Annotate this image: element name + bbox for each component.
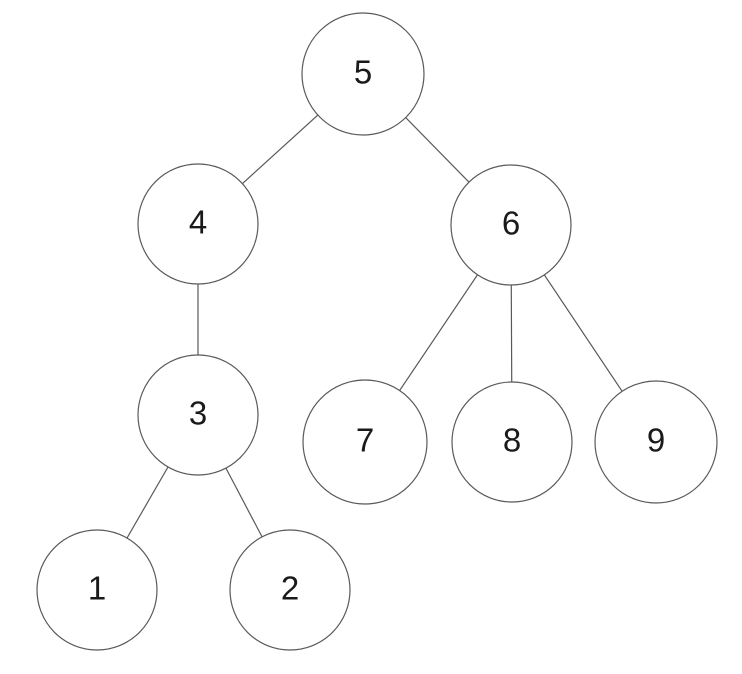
tree-node-2: 2 bbox=[229, 529, 351, 651]
tree-node-label-1: 1 bbox=[88, 570, 106, 607]
tree-node-circle-8 bbox=[451, 381, 573, 503]
tree-node-7: 7 bbox=[302, 379, 428, 505]
tree-node-label-7: 7 bbox=[356, 422, 374, 459]
tree-node-circle-6 bbox=[450, 164, 572, 286]
tree-node-label-9: 9 bbox=[647, 422, 665, 459]
tree-node-3: 3 bbox=[137, 354, 259, 476]
tree-node-circle-9 bbox=[594, 380, 718, 504]
tree-node-label-8: 8 bbox=[503, 422, 521, 459]
tree-node-1: 1 bbox=[36, 529, 158, 651]
tree-node-circle-3 bbox=[137, 354, 259, 476]
tree-node-circle-5 bbox=[301, 12, 425, 136]
tree-node-9: 9 bbox=[594, 380, 718, 504]
tree-node-8: 8 bbox=[451, 381, 573, 503]
tree-node-6: 6 bbox=[450, 164, 572, 286]
tree-edges bbox=[96, 73, 657, 591]
tree-node-label-4: 4 bbox=[189, 204, 207, 241]
tree-node-label-5: 5 bbox=[354, 54, 372, 91]
tree-node-4: 4 bbox=[137, 163, 259, 285]
tree-node-5: 5 bbox=[301, 12, 425, 136]
tree-nodes: 5 4 6 3 7 8 9 1 2 bbox=[36, 12, 718, 651]
tree-node-label-2: 2 bbox=[281, 570, 299, 607]
tree-node-circle-7 bbox=[302, 379, 428, 505]
tree-node-circle-2 bbox=[229, 529, 351, 651]
tree-node-label-6: 6 bbox=[502, 205, 520, 242]
tree-node-circle-4 bbox=[137, 163, 259, 285]
tree-node-label-3: 3 bbox=[189, 395, 207, 432]
tree-node-circle-1 bbox=[36, 529, 158, 651]
